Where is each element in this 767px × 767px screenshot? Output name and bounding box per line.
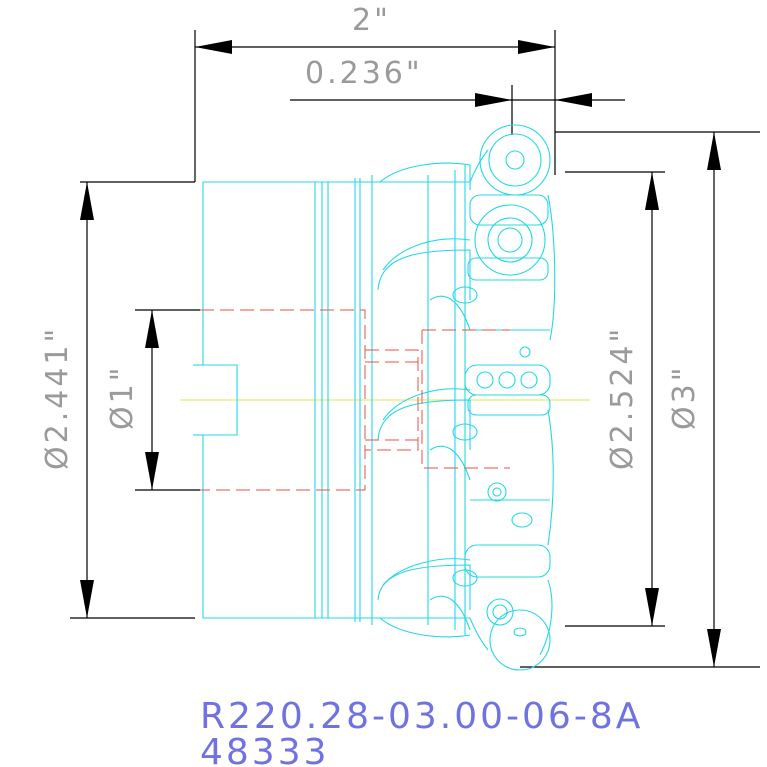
- dimension-overall-length: 2": [80, 3, 556, 183]
- item-number: 48333: [200, 732, 330, 767]
- dimension-body-diameter: Ø2.441": [40, 182, 195, 619]
- dim-label-overall-length: 2": [352, 3, 391, 38]
- dim-label-body-diameter: Ø2.441": [40, 326, 75, 470]
- dim-label-bore-diameter: Ø1": [105, 365, 140, 431]
- dim-label-insert-offset: 0.236": [305, 56, 423, 91]
- dimension-bore-diameter: Ø1": [105, 309, 200, 491]
- dimension-cutting-diameter-outer: Ø3": [520, 131, 760, 668]
- dimension-cutting-diameter-inner: Ø2.524": [565, 171, 665, 627]
- dimension-insert-offset: 0.236": [290, 56, 625, 135]
- part-number: R220.28-03.00-06-8A: [200, 696, 643, 737]
- dim-label-cutting-diameter-outer: Ø3": [667, 365, 702, 431]
- hidden-lines: [200, 309, 510, 491]
- cutter-body-outline: [193, 124, 556, 671]
- dim-label-cutting-diameter-inner: Ø2.524": [605, 326, 640, 470]
